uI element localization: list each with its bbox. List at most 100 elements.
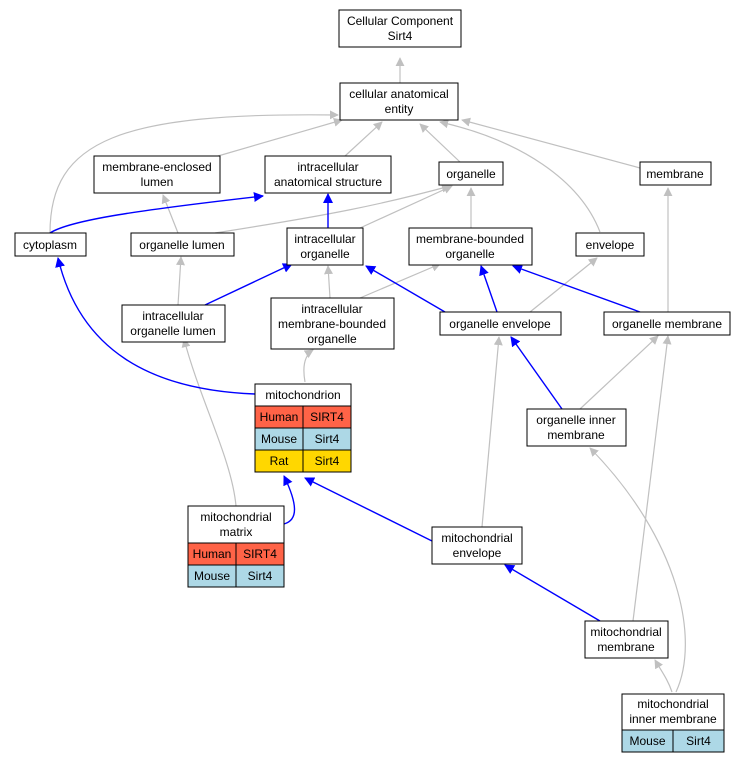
edge-olumen-mel [161, 194, 179, 234]
species-cell: Mouse [194, 569, 230, 583]
edge-iorg-organelle [359, 185, 453, 229]
edge-mim-oim [589, 447, 686, 693]
gene-cell: Sirt4 [315, 454, 340, 468]
edges [49, 57, 686, 693]
node-organelle-inner-membrane[interactable]: organelle inner membrane [526, 408, 627, 447]
node-label: mitochondrial [590, 625, 661, 639]
edge-mmem-omem [632, 335, 672, 622]
gene-cell: Sirt4 [686, 734, 711, 748]
node-label: membrane-bounded [416, 232, 524, 246]
node-organelle-membrane[interactable]: organelle membrane [603, 311, 731, 336]
species-cell: Human [193, 547, 232, 561]
node-box [187, 505, 285, 544]
node-label: membrane [646, 167, 704, 181]
node-membrane-bounded-organelle[interactable]: membrane-bounded organelle [408, 227, 533, 266]
edge-oenv-iorg [365, 265, 446, 313]
node-organelle-envelope[interactable]: organelle envelope [439, 311, 562, 336]
edge-iol-olumen [176, 256, 185, 306]
node-cytoplasm[interactable]: cytoplasm [14, 232, 87, 257]
node-box [584, 620, 669, 659]
edge-organelle-cae [419, 123, 461, 163]
edge-iol-iorg [204, 263, 293, 306]
node-box [14, 232, 87, 257]
node-label: mitochondrial [200, 510, 271, 524]
node-label: organelle lumen [130, 324, 215, 338]
node-intracellular-organelle-lumen[interactable]: intracellular organelle lumen [121, 304, 226, 343]
annotation-row-rat: Rat Sirt4 [254, 449, 352, 473]
node-label: organelle [445, 247, 495, 261]
node-label: organelle inner [536, 413, 615, 427]
edge-oim-oenv [510, 336, 563, 410]
node-intracellular-anatomical-structure[interactable]: intracellular anatomical structure [264, 155, 392, 194]
node-box [526, 408, 627, 447]
edge-mel-cae [217, 117, 343, 157]
node-mitochondrial-membrane[interactable]: mitochondrial membrane [584, 620, 669, 659]
species-cell: Mouse [261, 432, 297, 446]
edge-mmem-menv [504, 564, 601, 622]
edge-omem-mbo [512, 264, 641, 313]
gene-cell: SIRT4 [310, 410, 344, 424]
node-label: membrane-bounded [278, 317, 386, 331]
node-label: cellular anatomical [349, 87, 448, 101]
node-label: envelope [586, 238, 635, 252]
edge-menv-mito [304, 477, 433, 542]
gene-cell: Sirt4 [248, 569, 273, 583]
edge-cytoplasm-ias [49, 192, 264, 234]
node-box [575, 232, 645, 257]
node-label: membrane-enclosed [102, 160, 211, 174]
node-envelope[interactable]: envelope [575, 232, 645, 257]
node-label: cytoplasm [23, 238, 77, 252]
node-label: lumen [141, 175, 174, 189]
nodes: Cellular Component Sirt4 cellular anatom… [14, 9, 731, 753]
node-organelle-lumen[interactable]: organelle lumen [130, 232, 235, 257]
gene-cell: Sirt4 [315, 432, 340, 446]
edge-oim-omem [579, 335, 659, 410]
annotation-row-mouse: Mouse Sirt4 [254, 427, 352, 451]
node-box [438, 161, 504, 186]
node-label: envelope [453, 546, 502, 560]
node-label: Sirt4 [388, 29, 413, 43]
species-cell: Rat [270, 454, 289, 468]
edge-mmatrix-mito [283, 475, 296, 525]
node-box [93, 155, 221, 194]
edge-imbo-mbo [359, 263, 441, 299]
node-label: intracellular [294, 232, 355, 246]
node-membrane[interactable]: membrane [639, 161, 712, 186]
edge-cytoplasm-cae [49, 110, 339, 234]
node-label: intracellular [142, 309, 203, 323]
node-cellular-component-sirt4[interactable]: Cellular Component Sirt4 [338, 9, 462, 48]
node-box [439, 311, 562, 336]
edge-olumen-organelle [214, 183, 451, 234]
node-organelle[interactable]: organelle [438, 161, 504, 186]
node-label: organelle [300, 247, 350, 261]
edge-envelope-cae [439, 119, 601, 233]
edge-ias-cae [344, 121, 383, 157]
annotation-row-mouse: Mouse Sirt4 [187, 564, 285, 588]
node-label: mitochondrial [441, 531, 512, 545]
edge-membrane-cae [461, 117, 641, 169]
edge-oenv-mbo [479, 265, 498, 313]
node-label: organelle [446, 167, 496, 181]
node-label: Cellular Component [347, 14, 454, 28]
node-label: organelle lumen [139, 238, 224, 252]
gene-cell-bg [235, 564, 285, 588]
edge-mito-cytoplasm [55, 257, 256, 395]
node-box [339, 82, 459, 121]
node-intracellular-organelle[interactable]: intracellular organelle [286, 227, 364, 266]
edge-mim-mmem [654, 659, 673, 693]
node-label: organelle envelope [449, 317, 551, 331]
node-box [431, 526, 523, 565]
node-membrane-enclosed-lumen[interactable]: membrane-enclosed lumen [93, 155, 221, 194]
node-box [270, 297, 395, 350]
node-label: organelle membrane [612, 317, 722, 331]
node-mitochondrial-envelope[interactable]: mitochondrial envelope [431, 526, 523, 565]
node-box [408, 227, 533, 266]
node-intracellular-membrane-bounded-organelle[interactable]: intracellular membrane-bounded organelle [270, 297, 395, 350]
node-cellular-anatomical-entity[interactable]: cellular anatomical entity [339, 82, 459, 121]
